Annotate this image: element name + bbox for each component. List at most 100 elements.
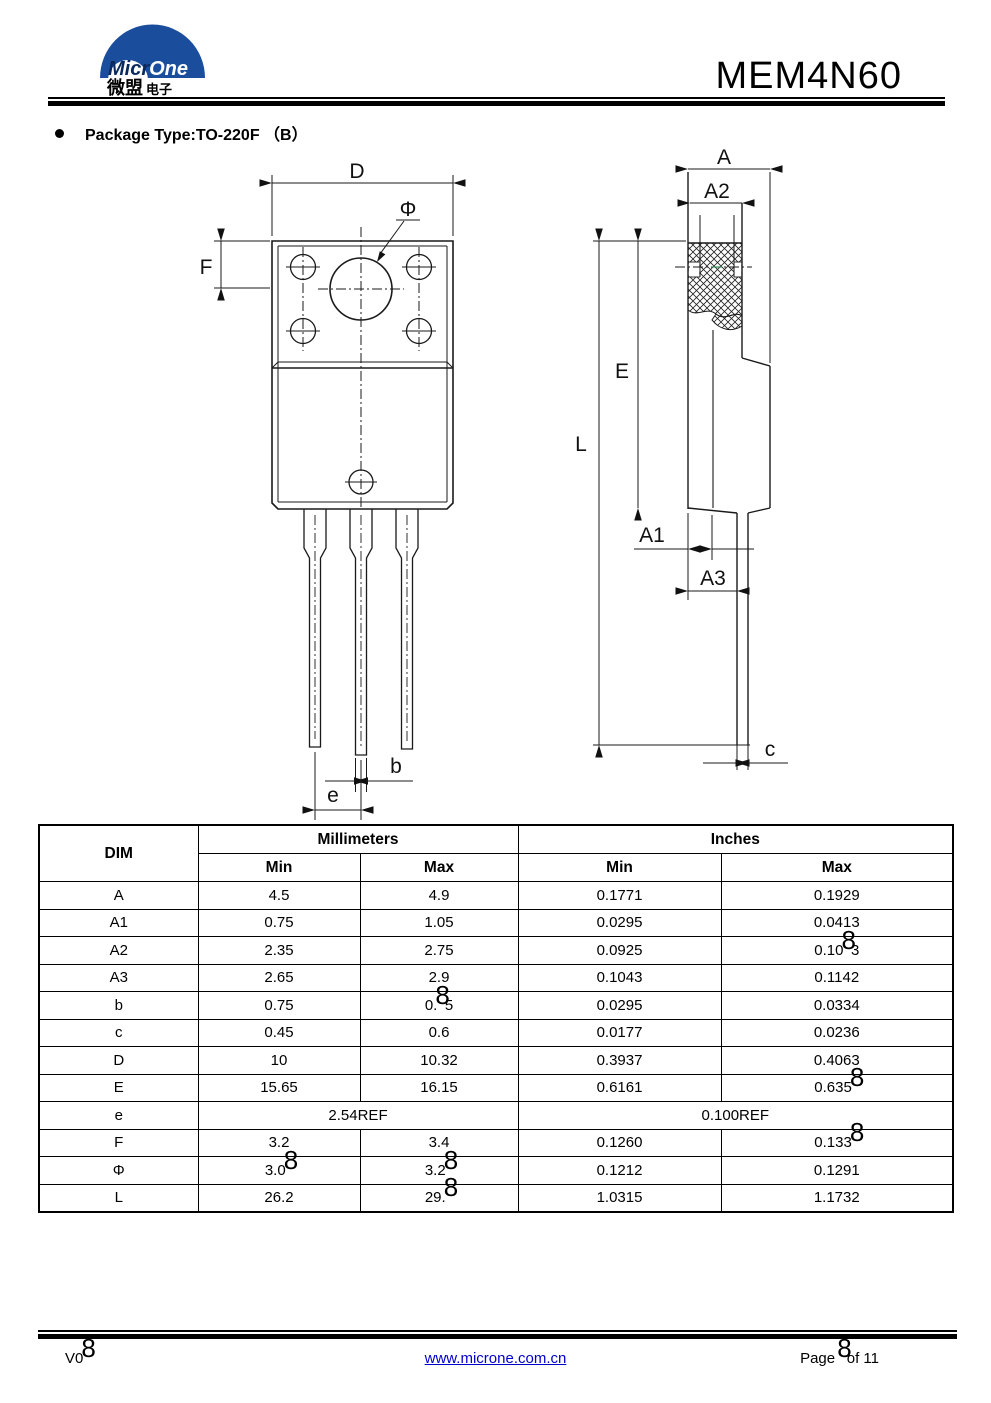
table-subheader-row: Min Max Min Max [39,853,954,882]
mm-max-cell: 3.28 [359,1147,519,1185]
mm-min-cell: 0.75 [197,908,361,937]
dim-label-d: D [349,160,364,183]
dim-d [259,175,466,236]
mounting-hole [329,257,393,321]
in-ref-cell: 0.100REF [517,1101,954,1130]
col-header-in-min: Min [517,853,722,882]
in-max-cell: 0.1291 [720,1156,954,1185]
mm-max-cell: 0.6 [359,1018,519,1047]
dim-label-a3: A3 [700,567,726,590]
mm-min-cell: 3.2 [197,1128,361,1157]
dim-label-cell: b [38,991,199,1020]
in-min-cell: 0.0295 [517,908,722,937]
mm-min-cell: 10 [197,1046,361,1075]
dim-label-cell: A [38,881,199,910]
in-min-cell: 0.1771 [517,881,722,910]
logo-chinese-main: 微盟 [106,77,143,98]
front-leads [303,509,419,756]
package-type-label: Package Type:TO-220F （B） [85,127,308,144]
in-max-cell: 0.1083 [720,927,954,965]
dim-label-cell: e [38,1101,199,1130]
side-view-drawing [593,165,788,770]
in-max-cell: 0.1142 [720,963,954,992]
in-min-cell: 0.0925 [517,936,722,965]
dim-e [302,752,374,820]
mm-min-cell: 3.08 [197,1147,361,1185]
mm-max-cell: 2.75 [359,936,519,965]
col-header-in-max: Max [720,853,954,882]
dim-label-c: c [765,738,776,761]
in-max-cell: 0.0334 [720,991,954,1020]
in-max-cell: 0.1929 [720,881,954,910]
logo-circle [108,60,148,100]
in-min-cell: 0.6161 [517,1073,722,1102]
in-max-cell: 0.6358 [720,1064,954,1102]
dim-label-phi: Φ [400,198,417,221]
dim-label-f: F [200,256,213,279]
package-type-row: Package Type:TO-220F （B） [55,121,308,145]
footer: V08 www.microne.com.cn Page 8of 11 [0,1333,991,1376]
mm-max-cell: 4.9 [359,881,519,910]
mm-max-cell: 1.05 [359,908,519,937]
dim-label-e: e [327,784,339,807]
in-max-cell: 0.0413 [720,908,954,937]
dim-label-a1: A1 [639,524,665,547]
front-view-drawing [214,175,466,820]
dim-label-a2: A2 [704,180,730,203]
in-min-cell: 0.3937 [517,1046,722,1075]
in-min-cell: 0.1260 [517,1128,722,1157]
mm-max-cell: 29.8 [359,1174,519,1213]
mm-max-cell: 3.4 [359,1128,519,1157]
logo-brand-text: MicrOne [108,58,188,80]
page-title: MEM4N60 [715,55,902,97]
in-min-cell: 0.0177 [517,1018,722,1047]
mm-min-cell: 26.2 [197,1183,361,1213]
in-min-cell: 0.1043 [517,963,722,992]
in-min-cell: 0.0295 [517,991,722,1020]
col-header-dim: DIM [38,824,199,882]
dim-label-cell: E [38,1073,199,1102]
footer-rule [38,1330,957,1339]
dim-label-b: b [390,755,402,778]
mm-max-cell: 0.85 [359,982,519,1020]
col-group-millimeters: Millimeters [197,824,519,854]
mm-min-cell: 2.35 [197,936,361,965]
website-link[interactable]: www.microne.com.cn [424,1350,567,1367]
dim-b [325,758,413,792]
dim-label-cell: F [38,1128,199,1157]
dim-label-cell: A1 [38,908,199,937]
logo-chinese-sub: 电子 [146,82,172,97]
dim-label-cell: L [38,1183,199,1213]
dim-c [703,745,788,770]
dim-label-cell: c [38,1018,199,1047]
dim-l [593,228,750,758]
company-logo: MicrOne 微盟 电子 [100,24,205,100]
mm-max-cell: 16.15 [359,1073,519,1102]
mm-min-cell: 2.65 [197,963,361,992]
mm-min-cell: 0.75 [197,991,361,1020]
dimension-table: DIM Millimeters Inches Min Max Min Max A… [38,824,955,1213]
dim-f [214,228,270,301]
dim-label-cell: D [38,1046,199,1075]
col-header-mm-min: Min [197,853,361,882]
in-min-cell: 1.0315 [517,1183,722,1213]
dim-label-cell: A2 [38,936,199,965]
mm-min-cell: 15.65 [197,1073,361,1102]
bullet-icon [55,128,64,138]
version-text: V08 [65,1333,96,1367]
dim-label-a: A [717,146,731,169]
dim-label-cell: Φ [38,1156,199,1185]
in-max-cell: 0.1338 [720,1119,954,1157]
dim-phi-leader [377,219,420,262]
